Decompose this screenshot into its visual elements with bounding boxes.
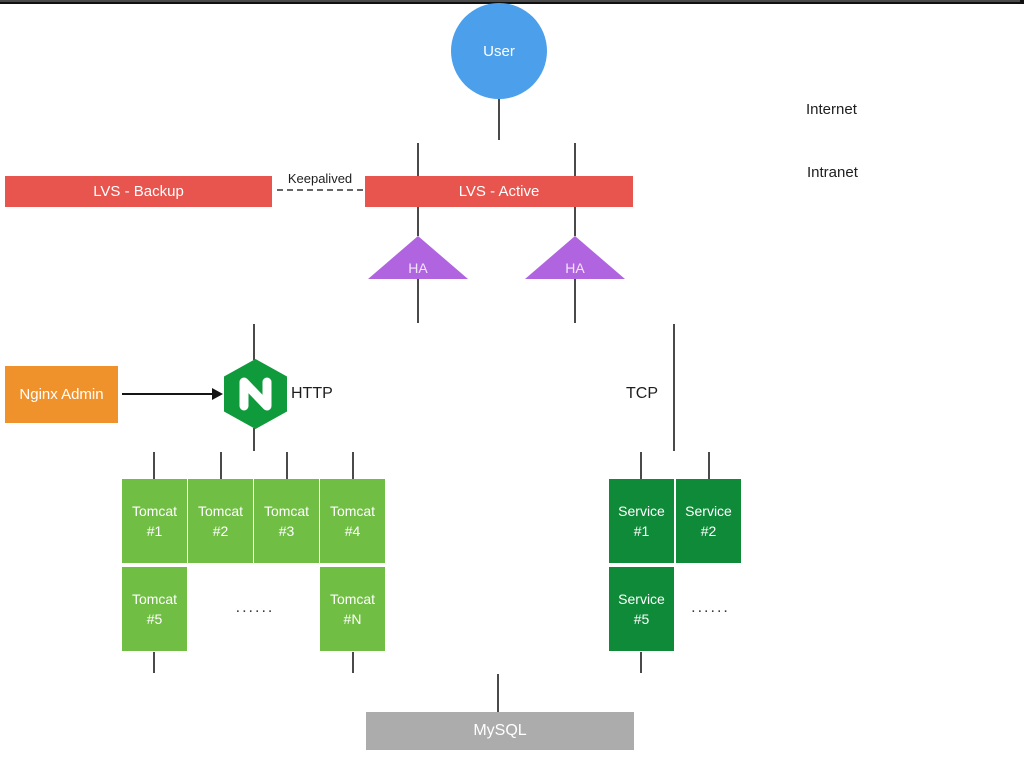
- nginx-icon: [224, 359, 287, 429]
- internet-zone-label: Internet: [806, 101, 857, 118]
- lvs-backup-label: LVS - Backup: [93, 183, 184, 200]
- tomcat-ellipsis: ......: [235, 599, 275, 616]
- ha-left-label: HA: [408, 260, 428, 276]
- ha-left-node: HA: [368, 236, 468, 279]
- service-2-node: Service #2: [676, 479, 741, 563]
- tcp-label: TCP: [626, 385, 658, 402]
- user-to-internet-connector: [498, 99, 500, 140]
- keepalived-dashed-link: [277, 189, 363, 191]
- ha-right-node: HA: [525, 236, 625, 279]
- stub-service-5-down: [640, 652, 642, 673]
- admin-to-nginx-arrow-head: [212, 388, 223, 400]
- nginx-admin-label: Nginx Admin: [19, 386, 104, 403]
- admin-to-nginx-arrow-shaft: [122, 393, 213, 395]
- user-node: User: [451, 3, 547, 99]
- lvs-active-node: LVS - Active: [365, 176, 633, 207]
- mysql-label: MySQL: [473, 722, 527, 739]
- tomcat-n-node: Tomcat #N: [320, 567, 385, 651]
- service-5-node: Service #5: [609, 567, 674, 651]
- mysql-node: MySQL: [366, 712, 634, 750]
- nginx-to-tier-connector: [253, 428, 255, 451]
- stub-tomcat-4: [352, 452, 354, 479]
- stub-tomcat-3: [286, 452, 288, 479]
- tomcat-2-node: Tomcat #2: [188, 479, 253, 563]
- stub-tomcat-5-down: [153, 652, 155, 673]
- stub-tomcat-n-down: [352, 652, 354, 673]
- tcp-pass-through-connector: [673, 324, 675, 451]
- service-ellipsis: ......: [691, 599, 730, 616]
- lvs-backup-node: LVS - Backup: [5, 176, 272, 207]
- tomcat-3-node: Tomcat #3: [254, 479, 319, 563]
- intranet-zone-label: Intranet: [807, 164, 858, 181]
- ha-left-down-connector: [417, 279, 419, 323]
- tomcat-1-node: Tomcat #1: [122, 479, 187, 563]
- app-db-tier-line: [5, 0, 1019, 2]
- stub-service-1: [640, 452, 642, 479]
- ha-right-label: HA: [565, 260, 585, 276]
- tomcat-4-node: Tomcat #4: [320, 479, 385, 563]
- ha-right-down-connector: [574, 279, 576, 323]
- nginx-admin-node: Nginx Admin: [5, 366, 118, 423]
- lvs-active-label: LVS - Active: [458, 183, 540, 200]
- tomcat-5-node: Tomcat #5: [122, 567, 187, 651]
- stub-mysql: [497, 674, 499, 712]
- tier-to-nginx-connector: [253, 324, 255, 360]
- stub-tomcat-1: [153, 452, 155, 479]
- keepalived-label: Keepalived: [287, 171, 353, 186]
- user-node-label: User: [483, 42, 515, 60]
- service-1-node: Service #1: [609, 479, 674, 563]
- internet-intranet-divider-line: [0, 0, 1024, 4]
- stub-tomcat-2: [220, 452, 222, 479]
- stub-service-2: [708, 452, 710, 479]
- http-label: HTTP: [291, 385, 333, 402]
